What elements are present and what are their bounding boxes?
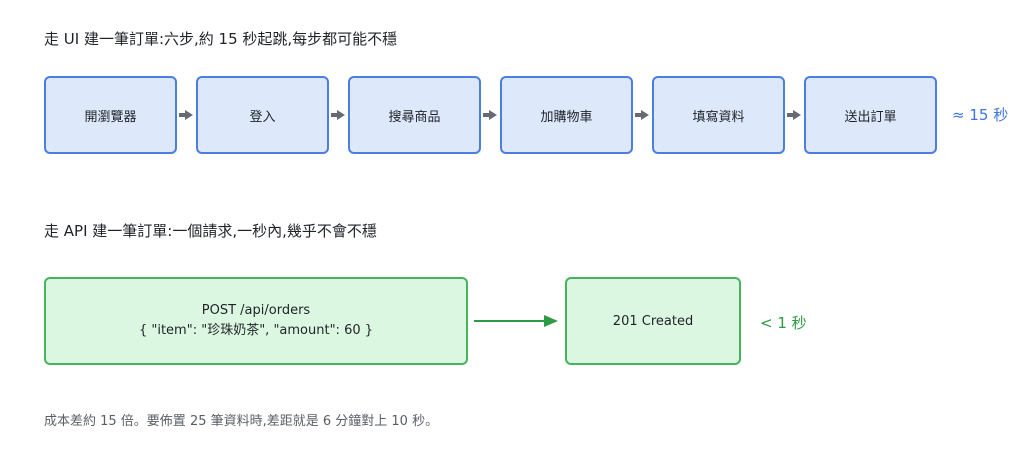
api-response-box: 201 Created: [565, 277, 741, 365]
api-flow-heading: 走 API 建一筆訂單:一個請求,一秒內,幾乎不會不穩: [44, 222, 377, 240]
api-request-box: POST /api/orders { "item": "珍珠奶茶", "amou…: [44, 277, 468, 365]
ui-step-login: 登入: [196, 76, 329, 154]
arrow-right-icon: [179, 110, 193, 120]
arrow-right-icon: [331, 110, 345, 120]
ui-step-submit-order: 送出訂單: [804, 76, 937, 154]
ui-step-add-to-cart: 加購物車: [500, 76, 633, 154]
arrow-right-icon: [635, 110, 649, 120]
ui-step-fill-data: 填寫資料: [652, 76, 785, 154]
arrow-right-icon: [483, 110, 497, 120]
arrow-right-icon: [787, 110, 801, 120]
api-request-line: POST /api/orders: [201, 303, 311, 318]
api-request-body: { "item": "珍珠奶茶", "amount": 60 }: [138, 323, 374, 338]
ui-step-open-browser: 開瀏覽器: [44, 76, 177, 154]
api-time-note: < 1 秒: [760, 314, 807, 332]
ui-time-note: ≈ 15 秒: [952, 106, 1009, 124]
footer-note: 成本差約 15 倍。要佈置 25 筆資料時,差距就是 6 分鐘對上 10 秒。: [44, 414, 439, 429]
arrow-right-icon: [474, 315, 558, 327]
ui-step-search-product: 搜尋商品: [348, 76, 481, 154]
ui-flow-heading: 走 UI 建一筆訂單:六步,約 15 秒起跳,每步都可能不穩: [44, 30, 398, 48]
